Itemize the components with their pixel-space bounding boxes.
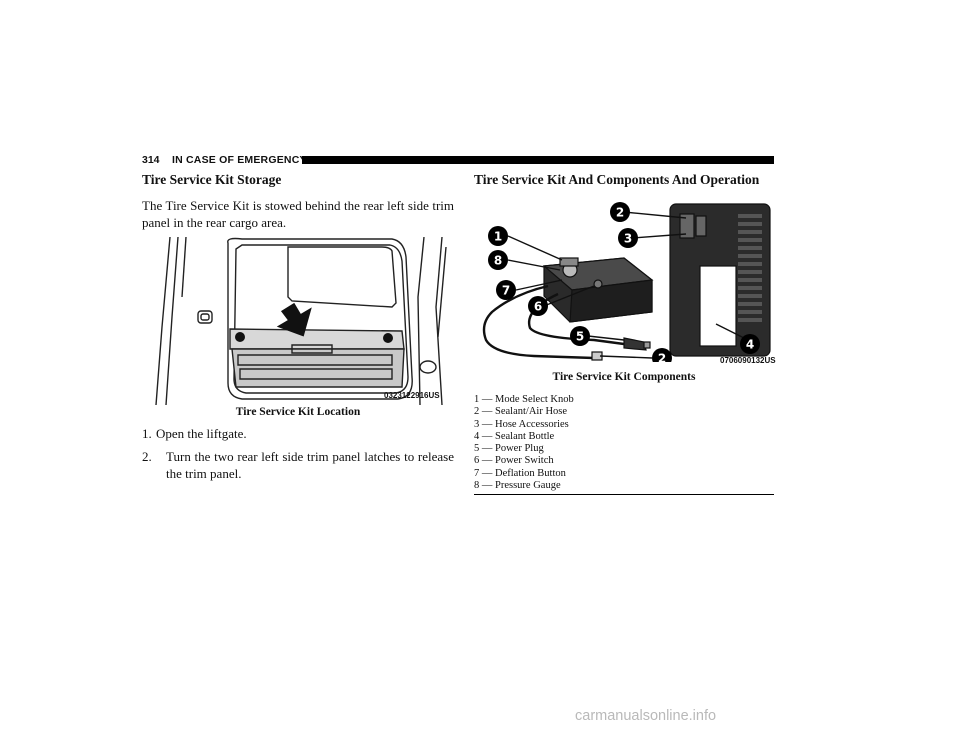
storage-heading: Tire Service Kit Storage bbox=[142, 172, 282, 187]
list-item: 2. Turn the two rear left side trim pane… bbox=[142, 448, 454, 482]
list-item: 3 — Hose Accessories bbox=[474, 418, 569, 430]
list-item: 8 — Pressure Gauge bbox=[474, 480, 561, 492]
step-text: Turn the two rear left side trim panel l… bbox=[166, 449, 454, 481]
svg-text:5: 5 bbox=[576, 330, 584, 344]
figure-caption: Tire Service Kit Components bbox=[552, 371, 696, 383]
svg-text:3: 3 bbox=[624, 232, 632, 246]
page-header: 314 IN CASE OF EMERGENCY bbox=[142, 154, 774, 166]
storage-body: The Tire Service Kit is stowed behind th… bbox=[142, 198, 454, 230]
svg-text:1: 1 bbox=[494, 230, 502, 244]
steps-list: 1. Open the liftgate. 2. Turn the two re… bbox=[142, 425, 454, 482]
svg-text:4: 4 bbox=[746, 338, 754, 352]
left-column: Tire Service Kit Storage The Tire Servic… bbox=[142, 171, 454, 488]
kit-location-illustration bbox=[155, 236, 447, 406]
svg-text:7: 7 bbox=[502, 284, 510, 298]
callout-2-bottom: 2 bbox=[652, 348, 672, 368]
svg-text:6: 6 bbox=[534, 300, 542, 314]
callout-6: 6 bbox=[528, 296, 548, 316]
list-item: 7 — Deflation Button bbox=[474, 467, 566, 479]
callout-7: 7 bbox=[496, 280, 516, 300]
section-title: IN CASE OF EMERGENCY bbox=[172, 154, 307, 166]
page-number: 314 bbox=[142, 154, 160, 166]
step-text: Open the liftgate. bbox=[156, 426, 247, 441]
callout-8: 8 bbox=[488, 250, 508, 270]
list-item: 5 — Power Plug bbox=[474, 443, 544, 455]
callout-1: 1 bbox=[488, 226, 508, 246]
components-heading: Tire Service Kit And Components And Oper… bbox=[474, 172, 760, 187]
list-item: 4 — Sealant Bottle bbox=[474, 430, 555, 442]
kit-components-illustration: 1 8 7 6 5 2 2 3 4 bbox=[482, 202, 771, 368]
svg-text:2: 2 bbox=[616, 206, 624, 220]
callout-4: 4 bbox=[740, 334, 760, 354]
component-legend: 1 — Mode Select Knob 2 — Sealant/Air Hos… bbox=[474, 394, 774, 496]
callout-2-top: 2 bbox=[610, 202, 630, 222]
header-rule bbox=[302, 156, 774, 164]
legend-rule bbox=[474, 494, 774, 496]
step-number: 2. bbox=[142, 449, 152, 464]
figure-code: 0706090132US bbox=[720, 356, 776, 365]
figure-code: 0323122916US bbox=[384, 391, 440, 400]
step-number: 1. bbox=[142, 426, 152, 441]
kit-components-figure: 1 8 7 6 5 2 2 3 4 0706090132US bbox=[474, 194, 776, 368]
watermark: carmanualsonline.info bbox=[575, 708, 717, 724]
list-item: 6 — Power Switch bbox=[474, 455, 554, 467]
svg-text:2: 2 bbox=[658, 352, 666, 363]
callout-3: 3 bbox=[618, 228, 638, 248]
right-column: Tire Service Kit And Components And Oper… bbox=[474, 171, 776, 496]
list-item: 1. Open the liftgate. bbox=[142, 425, 454, 442]
list-item: 2 — Sealant/Air Hose bbox=[474, 406, 568, 418]
figure-caption: Tire Service Kit Location bbox=[235, 406, 361, 418]
kit-location-figure: 0323122916US bbox=[142, 236, 454, 406]
callout-5: 5 bbox=[570, 326, 590, 346]
list-item: 1 — Mode Select Knob bbox=[474, 394, 574, 405]
svg-text:8: 8 bbox=[494, 254, 502, 268]
